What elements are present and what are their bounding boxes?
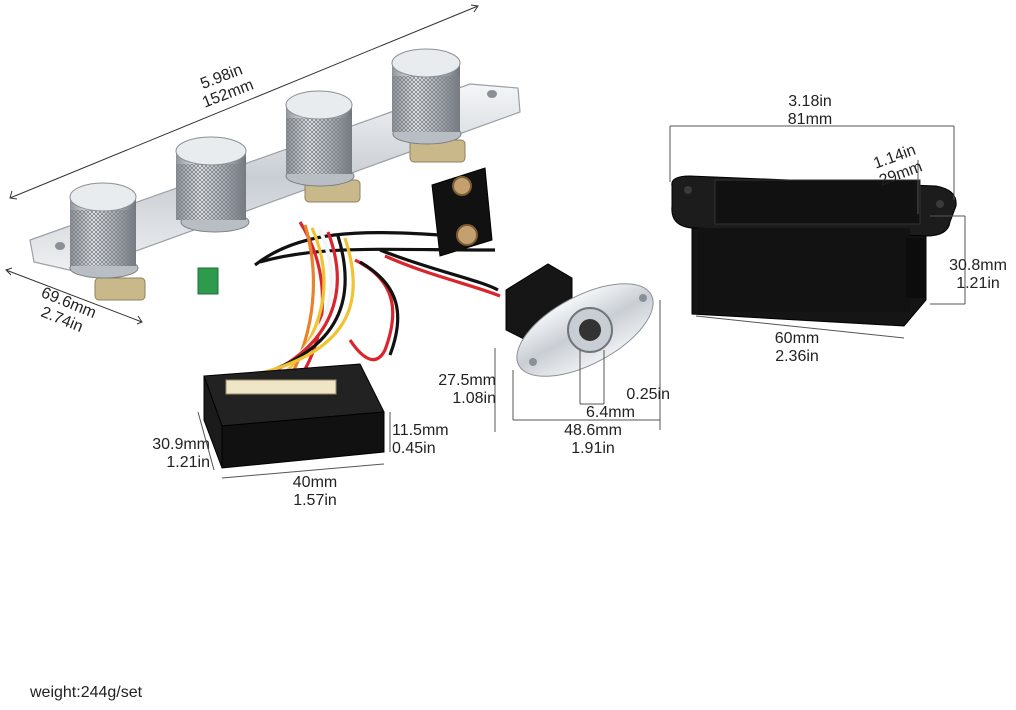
knob	[391, 48, 462, 145]
preamp-dimension-lines	[197, 411, 391, 479]
battery-snap	[431, 167, 493, 257]
wire-harness	[239, 221, 501, 380]
plate-width-dimension-line	[5, 267, 143, 325]
battery-box-width-label: 60mm 2.36in	[774, 330, 820, 365]
battery-box-length-label: 3.18in 81mm	[787, 93, 833, 128]
plate-length-dimension-line	[9, 4, 479, 200]
preamp-height-label: 11.5mm 0.45in	[392, 422, 449, 457]
knob	[285, 90, 355, 187]
jack-dimension-lines	[494, 300, 661, 432]
battery-box-height-label: 30.8mm 1.21in	[949, 257, 1007, 292]
preamp-width-label: 40mm 1.57in	[292, 474, 338, 509]
jack-plate-length-label: 48.6mm 1.91in	[564, 422, 622, 457]
output-jack	[505, 263, 654, 377]
jack-plate-height-label: 27.5mm 1.08in	[438, 372, 496, 407]
battery-dimension-lines	[669, 125, 966, 339]
knob	[175, 136, 250, 233]
weight-label: weight:244g/set	[30, 684, 143, 701]
battery-box	[671, 175, 957, 327]
knob	[69, 182, 139, 279]
control-knobs	[69, 48, 462, 279]
preamp-depth-label: 30.9mm 1.21in	[152, 436, 210, 471]
preamp-module	[203, 363, 385, 469]
jack-hole-label: 0.25in 6.4mm	[586, 386, 670, 421]
